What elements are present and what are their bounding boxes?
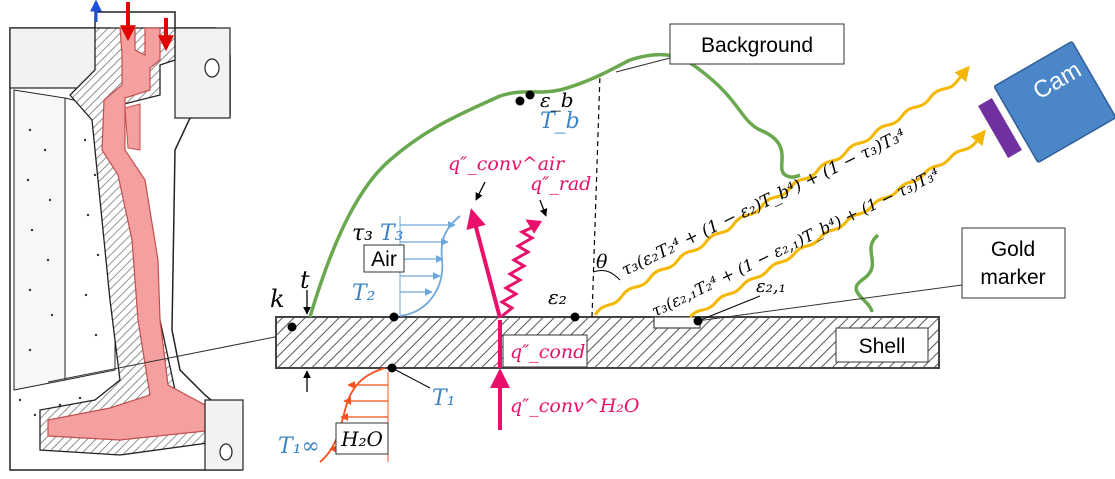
label-eps-b: ε_b — [540, 88, 574, 112]
label-q-rad: q″_rad — [530, 173, 591, 195]
component-cutaway — [9, 0, 244, 471]
air-arrows — [400, 221, 456, 296]
background-curve-left — [308, 52, 801, 318]
label-q-conv-h2o: q″_conv^H₂O — [510, 395, 640, 417]
background-label-box — [669, 23, 845, 65]
point-Tb — [515, 96, 525, 106]
theta-arc — [592, 269, 621, 281]
label-q-conv-air: q″_conv^air — [448, 153, 566, 175]
point-k — [287, 322, 297, 332]
h2o-label: H₂O — [340, 427, 383, 451]
background-leader — [615, 57, 671, 73]
air-label: Air — [371, 248, 397, 271]
point-eps-b — [525, 90, 535, 100]
coolant-channel — [47, 27, 216, 441]
wall-holes — [18, 128, 100, 417]
background-label: Background — [701, 34, 813, 57]
label-eps2: ε₂ — [548, 285, 567, 309]
point-eps2 — [570, 312, 580, 322]
air-velocity-profile — [399, 215, 461, 317]
gold-marker-label-line1: Gold — [991, 238, 1035, 261]
label-tau3: τ₃ — [352, 221, 373, 246]
dotted-wall — [13, 89, 66, 391]
gold-marker-label-box — [961, 227, 1066, 299]
radiation-ray-upper — [593, 65, 970, 316]
q-conv-air-pointer — [475, 181, 486, 201]
shell-label: Shell — [859, 335, 906, 358]
q-cond-box — [502, 334, 588, 368]
shell-plate — [275, 316, 940, 369]
label-q-cond: q″_cond — [510, 341, 585, 363]
q-conv-air-arrow — [466, 208, 502, 319]
gold-marker — [653, 316, 701, 329]
camera-icon: Cam — [978, 41, 1115, 163]
q-rad-arrow — [499, 219, 543, 318]
shell-label-box — [835, 327, 929, 363]
label-eps21: ε₂,₁ — [756, 276, 786, 297]
point-T2 — [389, 312, 399, 322]
surface-normal — [591, 73, 601, 318]
label-T1: T₁ — [432, 386, 456, 411]
q-rad-pointer — [539, 199, 548, 217]
label-Tb: T_b — [540, 109, 580, 134]
label-T3: T₃ — [380, 221, 404, 246]
h2o-label-box — [335, 422, 389, 455]
label-theta: θ — [596, 251, 608, 273]
label-k: k — [270, 285, 285, 313]
gold-marker-leader — [696, 284, 963, 322]
air-label-box — [363, 244, 405, 273]
label-T1inf: T₁∞ — [278, 434, 320, 459]
radiation-ray-lower — [688, 129, 986, 319]
gold-marker-label-line2: marker — [980, 266, 1045, 289]
T1-leader — [391, 367, 431, 389]
label-t: t — [300, 266, 310, 294]
detail-leader-line — [47, 333, 291, 383]
background-curve-right — [854, 233, 880, 313]
label-T2: T₂ — [352, 281, 376, 306]
eps21-leader — [697, 295, 761, 322]
